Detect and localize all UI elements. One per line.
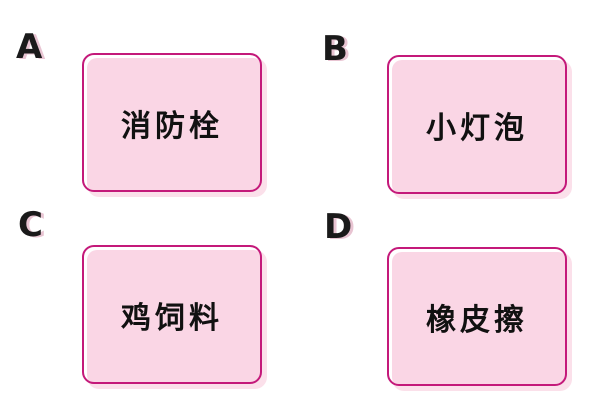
option-d-text: 橡皮擦 xyxy=(426,302,528,338)
option-c-letter: C xyxy=(18,205,43,245)
option-a-text: 消防栓 xyxy=(121,108,223,144)
option-c-card[interactable]: 鸡饲料 xyxy=(82,245,262,384)
option-d-card[interactable]: 橡皮擦 xyxy=(387,247,567,386)
option-b-letter: B xyxy=(322,29,348,69)
option-d-letter: D xyxy=(324,207,353,247)
option-a-card[interactable]: 消防栓 xyxy=(82,53,262,192)
option-b-card[interactable]: 小灯泡 xyxy=(387,55,567,194)
option-c-text: 鸡饲料 xyxy=(121,300,223,336)
option-a-letter: A xyxy=(16,27,43,67)
option-b-text: 小灯泡 xyxy=(426,110,528,146)
